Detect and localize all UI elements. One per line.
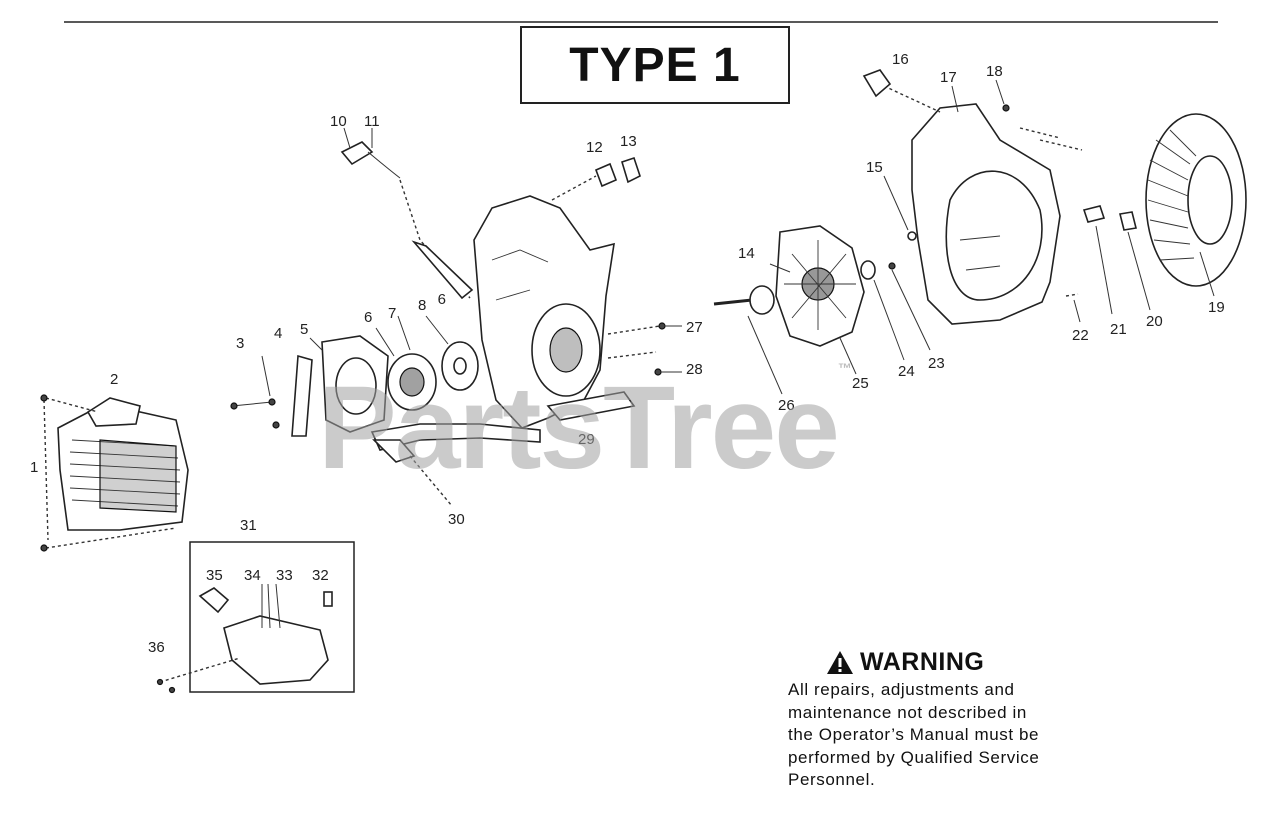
callout-2: 2 [110, 371, 118, 388]
callout-1: 1 [30, 459, 38, 476]
guard-fasteners [1082, 205, 1151, 315]
callout-5: 5 [300, 321, 308, 338]
callout-20: 20 [1146, 313, 1163, 330]
gasket [291, 354, 313, 437]
warning-header: WARNING [826, 648, 1118, 677]
small-washers [860, 175, 931, 361]
callout-27: 27 [686, 319, 703, 336]
handle-tube [370, 423, 541, 507]
callout-6: 6 [364, 309, 372, 326]
clip-assembly [340, 127, 474, 300]
callout-24: 24 [898, 363, 915, 380]
callout-22: 22 [1072, 327, 1089, 344]
callout-36: 36 [148, 639, 165, 656]
callout-30: 30 [448, 511, 465, 528]
callout-16: 16 [892, 51, 909, 68]
kit-31 [156, 541, 355, 694]
callout-18: 18 [986, 63, 1003, 80]
housing-bolts [995, 79, 1083, 323]
starter-pulley [375, 315, 437, 411]
warning-line: Personnel. [788, 770, 876, 789]
warning-line: maintenance not described in [788, 702, 1027, 722]
carburetor-cover [309, 335, 389, 433]
warning-notice: WARNING All repairs, adjustments and mai… [788, 648, 1118, 792]
callout-26: 26 [778, 397, 795, 414]
callout-3: 3 [236, 335, 244, 352]
callout-29: 29 [578, 431, 595, 448]
page-title: TYPE 1 [569, 38, 741, 92]
callout-4: 4 [274, 325, 282, 342]
callout-14: 14 [738, 245, 755, 262]
title-box: TYPE 1 [520, 26, 790, 104]
callout-12: 12 [586, 139, 603, 156]
callout-labels: 1 2 3 4 5 6 7 8 9 10 11 12 13 14 15 16 1… [30, 51, 1225, 656]
main-housing [473, 195, 636, 429]
air-filter-cover [57, 397, 189, 531]
callout-35: 35 [206, 567, 223, 584]
callout-11: 11 [364, 113, 380, 130]
screw-set [40, 394, 177, 552]
callout-21: 21 [1110, 321, 1127, 338]
callout-13: 13 [620, 133, 637, 150]
callout-25: 25 [852, 375, 869, 392]
callout-34: 34 [244, 567, 261, 584]
warning-line: All repairs, adjustments and [788, 680, 1015, 699]
inlet-guard [1145, 113, 1247, 297]
callout-15: 15 [866, 159, 883, 176]
small-screws [230, 355, 280, 429]
blower-housing [862, 69, 1061, 325]
callout-7: 7 [388, 305, 396, 322]
warning-line: the Operator’s Manual must be [788, 725, 1040, 744]
callout-28: 28 [686, 361, 703, 378]
callout-33: 33 [276, 567, 293, 584]
impeller [769, 225, 865, 375]
callout-9: 9 [438, 290, 446, 307]
callout-17: 17 [940, 69, 957, 86]
shaft [713, 285, 783, 395]
callout-19: 19 [1208, 299, 1225, 316]
warning-triangle-icon [827, 651, 853, 674]
callout-31: 31 [240, 517, 257, 534]
warning-body: All repairs, adjustments and maintenance… [788, 679, 1118, 792]
warning-line: performed by Qualified Service [788, 747, 1040, 767]
callout-8: 8 [418, 297, 426, 314]
washer [425, 315, 479, 391]
intake-connectors [551, 156, 641, 201]
callout-23: 23 [928, 355, 945, 372]
callout-10: 10 [330, 113, 347, 130]
callout-32: 32 [312, 567, 329, 584]
housing-screws [607, 322, 682, 376]
warning-title: WARNING [860, 648, 985, 676]
